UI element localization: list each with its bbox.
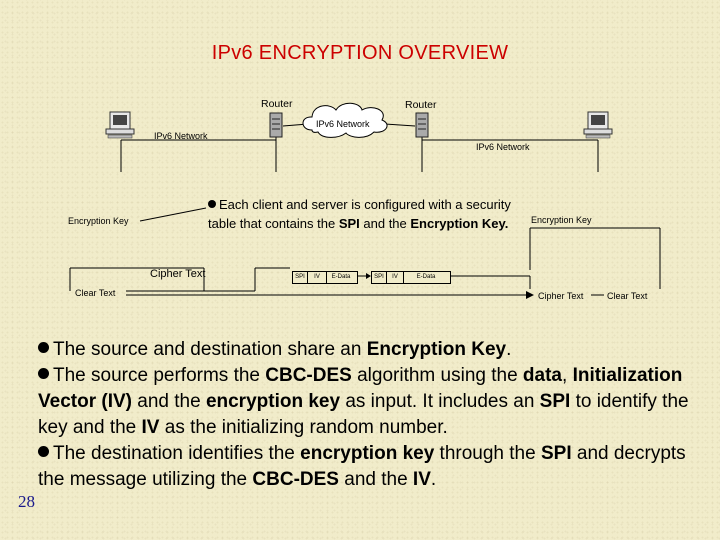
bullet-text: , (562, 365, 573, 386)
network-right-label: IPv6 Network (476, 142, 530, 152)
key-arrow (139, 207, 207, 222)
bullet-keyword: Initialization Vector (IV) (38, 365, 683, 412)
cloud-label: IPv6 Network (316, 119, 370, 129)
bullet-icon (38, 446, 49, 457)
encryption-key-right: Encryption Key (531, 215, 592, 225)
bullet-text: to identify the key and the (38, 391, 689, 438)
packet-iv: IV (308, 272, 327, 283)
bullet-text: as the initializing random number. (159, 417, 448, 438)
packet-data: E-Data (416, 274, 436, 280)
bullet-text: . (430, 469, 437, 490)
bullet-text: The destination identifies the (53, 443, 301, 464)
packet-data: E-Data (331, 274, 351, 280)
link-line (384, 123, 416, 127)
list-item: The source performs the CBC-DES algorith… (38, 363, 698, 441)
bullet-list: The source and destination share an Encr… (38, 337, 698, 493)
note-text: and the (359, 215, 411, 231)
bullet-text: and the (131, 391, 206, 412)
router-left-label: Router (261, 98, 293, 110)
bullet-keyword: data (522, 365, 562, 386)
bullet-text: and decrypts the message utilizing the (38, 443, 686, 490)
bullet-keyword: IV (141, 417, 160, 438)
list-item: The destination identifies the encryptio… (38, 441, 698, 493)
page-number: 28 (18, 492, 35, 511)
computer-icon (105, 111, 135, 139)
bullet-text: as input. It includes an (340, 391, 540, 412)
clear-text-right: Clear Text (607, 291, 648, 301)
packet-spi: SPI (372, 272, 387, 283)
bullet-keyword: CBC-DES (265, 365, 352, 386)
bullet-keyword: SPI (540, 443, 572, 464)
note-text: Each client and server is configured wit… (208, 197, 511, 231)
bullet-keyword: CBC-DES (252, 469, 339, 490)
bullet-keyword: SPI (539, 391, 571, 412)
router-right-label: Router (405, 99, 437, 111)
network-diagram (69, 102, 661, 299)
security-table-note: Each client and server is configured wit… (208, 196, 528, 233)
bullet-text: . (506, 339, 512, 360)
packet-spi: SPI (293, 272, 308, 283)
encryption-key-left: Encryption Key (68, 216, 129, 226)
bullet-icon (38, 342, 49, 353)
bullet-text: The source performs the (53, 365, 266, 386)
bullet-keyword: encryption key (300, 443, 435, 464)
cloud-shape (302, 102, 388, 138)
bullet-keyword: IV (412, 469, 431, 490)
bullet-icon (38, 368, 49, 379)
note-keyword: SPI (338, 215, 360, 231)
arrowhead (526, 291, 534, 299)
page-title: IPv6 ENCRYPTION OVERVIEW (211, 42, 509, 64)
arrowhead (366, 273, 371, 279)
router-icon (269, 112, 283, 138)
bullet-keyword: encryption key (205, 391, 341, 412)
bullet-icon (208, 200, 216, 208)
bullet-text: through the (434, 443, 541, 464)
router-icon (415, 112, 429, 138)
computer-icon (583, 111, 613, 139)
note-keyword: Encryption Key. (410, 215, 509, 231)
clear-text-left: Clear Text (75, 288, 116, 298)
bullet-text: algorithm using the (351, 365, 523, 386)
bullet-text: The source and destination share an (53, 339, 367, 360)
cipher-text-left: Cipher Text (150, 268, 206, 280)
bullet-text: and the (338, 469, 413, 490)
list-item: The source and destination share an Encr… (38, 337, 698, 363)
bullet-keyword: Encryption Key (366, 339, 507, 360)
cipher-text-right: Cipher Text (538, 291, 584, 301)
network-left-label: IPv6 Network (154, 131, 208, 141)
packet-iv: IV (387, 272, 404, 283)
